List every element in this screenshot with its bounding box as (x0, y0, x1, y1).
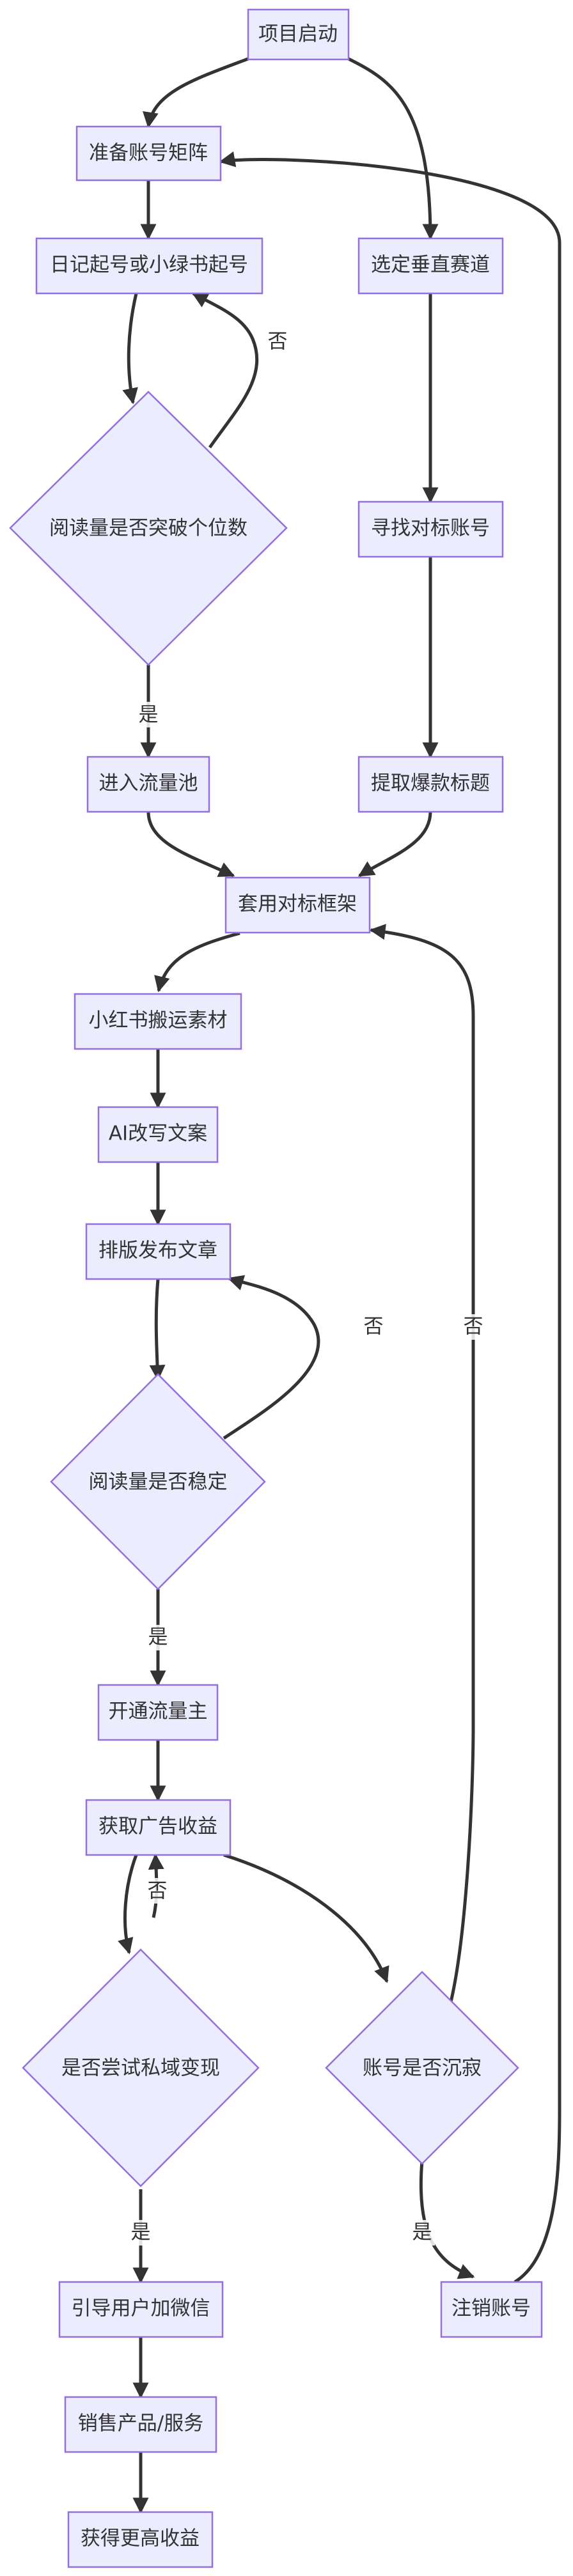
edge-label-dormant-no: 否 (460, 1314, 486, 1340)
svg-text:否: 否 (364, 1315, 384, 1338)
edge-label-private-yes: 是 (128, 2220, 153, 2246)
edge-ad-to-private (118, 1854, 138, 1955)
node-extract-titles: 提取爆款标题 (357, 756, 504, 813)
svg-text:准备账号矩阵: 准备账号矩阵 (89, 142, 208, 165)
svg-text:获取广告收益: 获取广告收益 (98, 1815, 217, 1838)
svg-text:项目启动: 项目启动 (258, 23, 338, 46)
edges (118, 57, 561, 2514)
node-open-traffic-master: 开通流量主 (97, 1684, 219, 1741)
node-check-reads-stable: 阅读量是否稳定 (50, 1373, 266, 1590)
edge-start-to-prepare (143, 57, 249, 128)
node-xhs-material: 小红书搬运素材 (74, 993, 242, 1050)
svg-text:获得更高收益: 获得更高收益 (81, 2527, 200, 2550)
node-ad-income: 获取广告收益 (85, 1799, 232, 1856)
svg-text:销售产品/服务: 销售产品/服务 (78, 2412, 203, 2435)
svg-text:是: 是 (148, 1626, 168, 1649)
svg-text:否: 否 (464, 1315, 483, 1338)
node-check-reads-breakthrough: 阅读量是否突破个位数 (9, 391, 288, 666)
node-start: 项目启动 (247, 8, 350, 61)
edge-label-private-no: 否 (145, 1878, 170, 1904)
node-ai-rewrite: AI改写文案 (97, 1106, 219, 1163)
node-guide-wechat: 引导用户加微信 (58, 2281, 224, 2338)
edge-pool-to-framework (146, 811, 235, 878)
svg-text:否: 否 (268, 330, 288, 353)
node-diary-account: 日记起号或小绿书起号 (35, 237, 263, 295)
edge-dormant-yes (419, 2160, 475, 2279)
node-account-dormant: 账号是否沉寂 (325, 1971, 519, 2165)
svg-text:账号是否沉寂: 账号是否沉寂 (363, 2057, 482, 2080)
edge-titles-to-framework (357, 811, 432, 878)
node-publish-article: 排版发布文章 (85, 1223, 232, 1280)
node-prepare-matrix: 准备账号矩阵 (75, 125, 222, 182)
edge-check2-no-loop (223, 1275, 320, 1440)
svg-text:排版发布文章: 排版发布文章 (98, 1239, 217, 1262)
svg-text:是: 是 (139, 704, 159, 727)
edge-label-check1-yes: 是 (136, 702, 161, 727)
edge-start-to-vertical (347, 57, 439, 240)
nodes: 项目启动 准备账号矩阵 日记起号或小绿书起号 选定垂直赛道 阅读量是否突破个位数… (9, 8, 543, 2568)
svg-text:开通流量主: 开通流量主 (109, 1700, 208, 1723)
svg-text:寻找对标账号: 寻找对标账号 (371, 517, 490, 540)
node-cancel-account: 注销账号 (440, 2281, 543, 2338)
edge-framework-to-xhs (154, 931, 240, 993)
node-more-income: 获得更高收益 (67, 2511, 214, 2568)
svg-text:AI改写文案: AI改写文案 (109, 1122, 207, 1145)
svg-text:是: 是 (131, 2221, 151, 2244)
edge-publish-to-check2 (149, 1278, 166, 1381)
edge-label-check2-no: 否 (361, 1314, 386, 1340)
svg-text:注销账号: 注销账号 (451, 2297, 531, 2320)
edge-cancel-to-prepare (219, 151, 561, 2284)
edge-diary-to-check1 (122, 293, 138, 405)
edge-label-dormant-yes: 是 (409, 2220, 435, 2246)
node-choose-vertical: 选定垂直赛道 (357, 237, 504, 295)
svg-text:阅读量是否突破个位数: 阅读量是否突破个位数 (49, 517, 247, 540)
edge-labels: 否 是 否 否 是 否 是 是 (128, 329, 486, 2246)
edge-label-check1-no: 否 (265, 329, 290, 354)
node-find-benchmark: 寻找对标账号 (357, 500, 504, 558)
svg-text:是: 是 (412, 2221, 432, 2244)
node-enter-traffic-pool: 进入流量池 (86, 756, 210, 813)
edge-ad-to-dormant (223, 1853, 389, 1983)
svg-text:日记起号或小绿书起号: 日记起号或小绿书起号 (50, 254, 248, 277)
svg-text:提取爆款标题: 提取爆款标题 (371, 772, 490, 795)
node-try-private-domain: 是否尝试私域变现 (22, 1948, 260, 2187)
svg-text:小红书搬运素材: 小红书搬运素材 (89, 1009, 228, 1032)
svg-text:否: 否 (148, 1880, 168, 1903)
svg-text:阅读量是否稳定: 阅读量是否稳定 (89, 1471, 228, 1494)
svg-text:引导用户加微信: 引导用户加微信 (72, 2297, 210, 2320)
svg-text:选定垂直赛道: 选定垂直赛道 (371, 254, 490, 277)
node-sell-products: 销售产品/服务 (64, 2396, 217, 2453)
edge-dormant-no-to-framework (369, 924, 475, 2021)
node-apply-framework: 套用对标框架 (224, 876, 371, 934)
edge-label-check2-yes: 是 (145, 1625, 171, 1650)
svg-text:进入流量池: 进入流量池 (99, 772, 198, 795)
edge-check1-no-loop (191, 291, 259, 449)
svg-text:套用对标框架: 套用对标框架 (238, 893, 357, 916)
svg-text:是否尝试私域变现: 是否尝试私域变现 (61, 2057, 220, 2080)
